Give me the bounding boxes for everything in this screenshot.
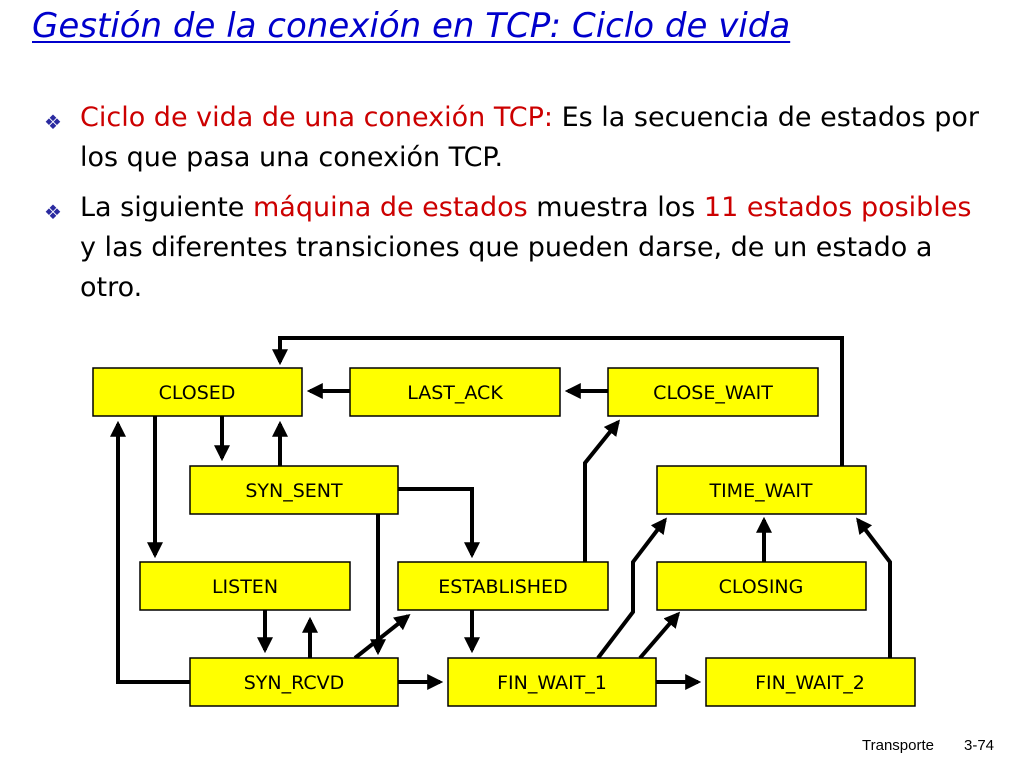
state-label: ESTABLISHED (438, 576, 567, 598)
state-label: LAST_ACK (407, 382, 503, 404)
bullet-text-run: La siguiente (80, 192, 253, 223)
bullet-1: Ciclo de vida de una conexión TCP: Es la… (80, 98, 980, 178)
state-listen: LISTEN (139, 561, 351, 611)
bullet-text-run: Es la secuencia de estados por los que p… (80, 102, 979, 173)
transition-syn-rcvd-to-closed (110, 420, 190, 684)
transition-fin-wait-1-to-closing (638, 611, 681, 660)
transition-syn-sent-to-established (398, 487, 480, 559)
bullet-2: La siguiente máquina de estados muestra … (80, 188, 980, 308)
state-label: LISTEN (212, 576, 278, 598)
transition-established-to-close-wait (583, 419, 621, 562)
state-label: FIN_WAIT_2 (755, 672, 865, 694)
state-established: ESTABLISHED (397, 561, 609, 611)
state-label: SYN_RCVD (244, 672, 345, 694)
bullet-text-run: muestra los (527, 192, 704, 223)
state-last-ack: LAST_ACK (349, 367, 561, 417)
state-fin-wait-1: FIN_WAIT_1 (447, 657, 657, 707)
bullet-diamond-icon: ❖ (44, 110, 62, 134)
highlighted-text: Ciclo de vida de una conexión TCP: (80, 102, 554, 133)
state-fin-wait-2: FIN_WAIT_2 (705, 657, 916, 707)
transition-syn-rcvd-to-established (353, 614, 411, 660)
state-label: SYN_SENT (245, 480, 343, 502)
state-label: TIME_WAIT (708, 480, 812, 502)
state-label: FIN_WAIT_1 (497, 672, 607, 694)
footer-section: Transporte (862, 737, 934, 754)
highlighted-text: 11 estados posibles (703, 192, 972, 223)
slide-title: Gestión de la conexión en TCP: Ciclo de … (32, 6, 791, 46)
transition-time-wait-to-closed (272, 336, 844, 467)
bullet-diamond-icon: ❖ (44, 200, 62, 224)
state-label: CLOSE_WAIT (653, 382, 773, 404)
state-syn-rcvd: SYN_RCVD (189, 657, 399, 707)
footer-page-number: 3-74 (964, 737, 995, 754)
state-label: CLOSED (159, 382, 236, 404)
transition-fin-wait-2-to-time-wait (856, 517, 892, 658)
highlighted-text: máquina de estados (253, 192, 528, 223)
state-label: CLOSING (719, 576, 804, 598)
state-syn-sent: SYN_SENT (189, 465, 399, 515)
bullet-text-run: y las diferentes transiciones que pueden… (80, 232, 933, 303)
transition-fin-wait-1-to-time-wait (596, 517, 667, 660)
state-closed: CLOSED (92, 367, 303, 417)
state-close-wait: CLOSE_WAIT (607, 367, 819, 417)
state-time-wait: TIME_WAIT (656, 465, 867, 515)
state-closing: CLOSING (656, 561, 867, 611)
